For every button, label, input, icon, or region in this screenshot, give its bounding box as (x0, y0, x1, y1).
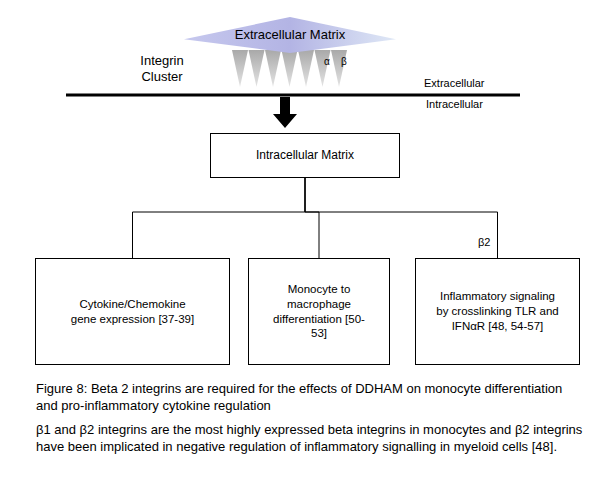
integrin-triangle (298, 50, 314, 87)
integrin-triangle (249, 50, 265, 87)
node-text: Cytokine/Chemokine gene expression [37-3… (70, 297, 195, 327)
node-text: Extracellular Matrix (235, 27, 346, 44)
integrin-triangle (265, 50, 281, 87)
integrin-triangle (331, 50, 347, 87)
structure-label: Integrin Cluster (131, 53, 193, 86)
tree-connector (133, 178, 306, 258)
integrin-triangle (282, 50, 298, 87)
tree-connector (305, 178, 319, 258)
region-label: Intracellular (426, 98, 516, 112)
integrin-triangle (315, 50, 331, 87)
figure-note: β1 and β2 integrins are the most highly … (36, 421, 584, 455)
connector-layer (133, 178, 498, 258)
figure-caption: Figure 8: Beta 2 integrins are required … (36, 380, 581, 414)
node-text: Intracellular Matrix (256, 148, 354, 164)
subunit-label: β (339, 56, 349, 69)
tree-connector (305, 178, 498, 258)
outcome-box: Cytokine/Chemokine gene expression [37-3… (35, 258, 230, 365)
subunit-label: α (322, 56, 332, 69)
process-box: Intracellular Matrix (210, 133, 400, 178)
extracellular-matrix: Extracellular Matrix (184, 17, 396, 53)
integrin-triangle (232, 50, 248, 87)
matrix-shape-fill (184, 17, 396, 53)
branch-label: β2 (478, 236, 490, 248)
node-text: Monocyte to macrophage differentiation [… (269, 282, 369, 342)
integrin-triangles (232, 50, 347, 87)
outcome-box: Monocyte to macrophage differentiation [… (248, 258, 390, 365)
cell-membrane (66, 94, 520, 97)
outcome-box: Inflammatory signaling by crosslinking T… (415, 258, 580, 365)
node-text: Inflammatory signaling by crosslinking T… (435, 289, 560, 334)
signal-arrow (273, 97, 297, 128)
region-label: Extracellular (424, 77, 514, 91)
